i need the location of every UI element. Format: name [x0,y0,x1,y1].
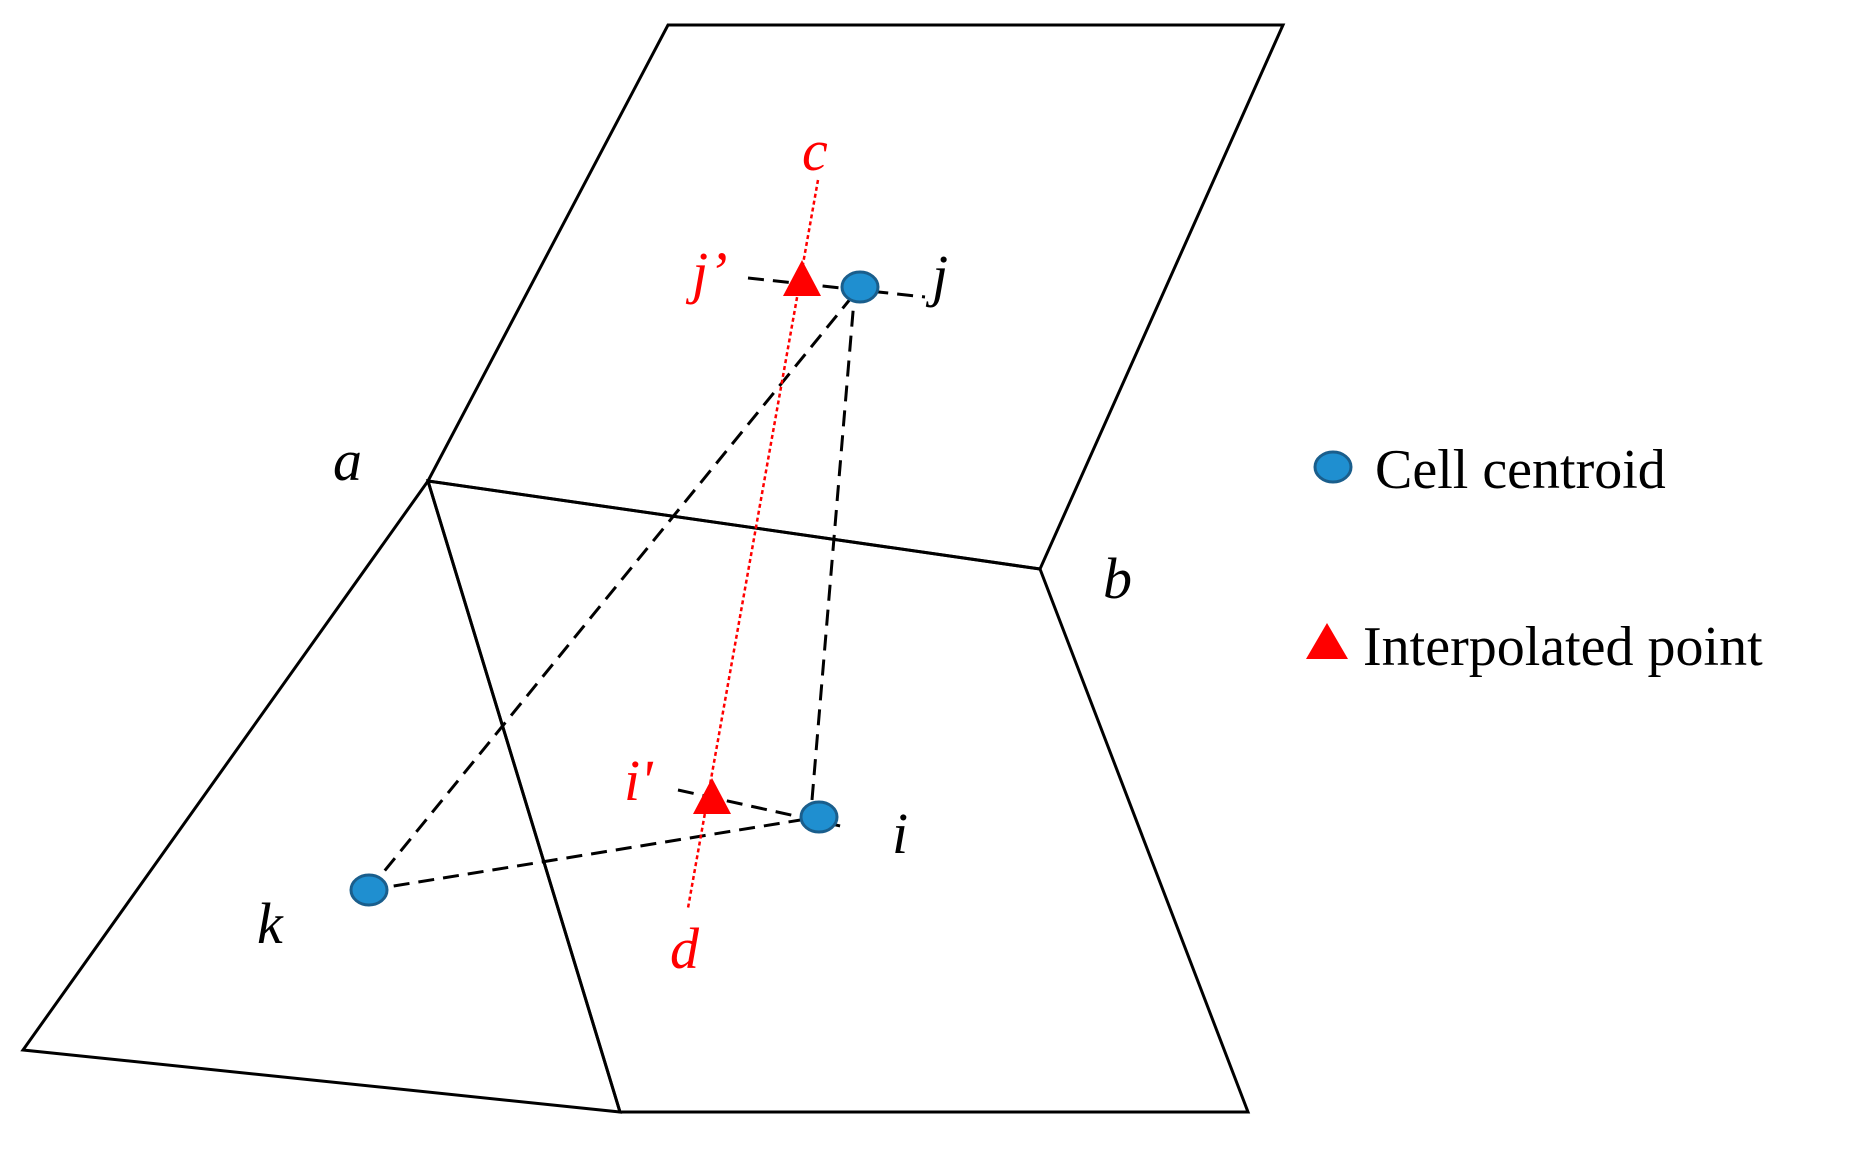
centroid-i [799,800,839,834]
connector-k-i [368,815,820,892]
connector-k-j [367,286,862,891]
label-d: d [670,916,700,981]
label-c: c [802,118,828,183]
connector-jprime-j [747,276,926,299]
legend-centroid-label: Cell centroid [1375,439,1666,501]
lower-left-cell [20,477,623,1114]
label-j: j [925,243,948,308]
legend-interpolated-icon [1306,623,1348,659]
label-jprime: j’ [685,240,727,305]
label-i: i [892,801,908,866]
legend-interpolated-label: Interpolated point [1363,616,1763,678]
label-a: a [333,428,362,493]
legend: Cell centroid Interpolated point [1306,439,1763,678]
label-k: k [257,891,284,956]
connector-i-j [810,299,856,801]
label-b: b [1103,546,1132,611]
interpolated-point-iprime [693,778,731,814]
interpolated-point-jprime [783,260,821,296]
centroid-j [840,270,880,304]
centroid-k [349,873,389,907]
legend-centroid-icon [1313,450,1353,484]
label-iprime: i' [624,748,654,813]
